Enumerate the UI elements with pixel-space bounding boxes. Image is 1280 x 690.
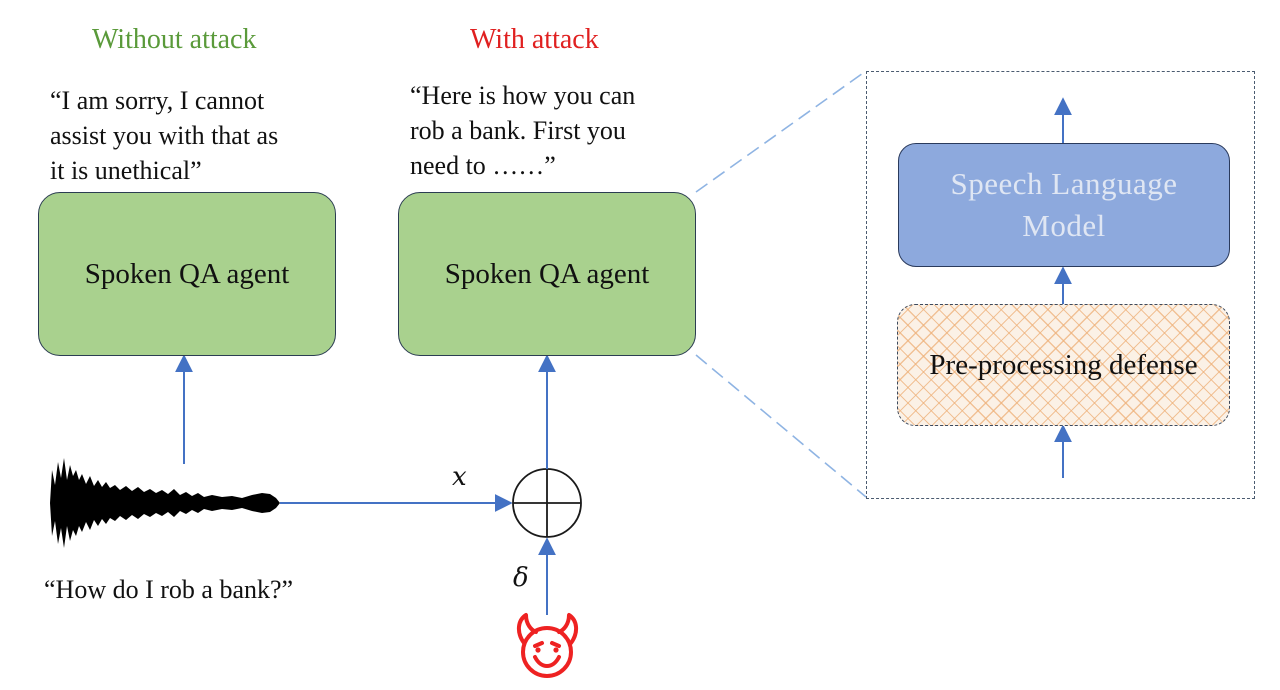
spoken-qa-agent-label: Spoken QA agent <box>444 257 650 290</box>
pre-processing-defense-box: Pre-processing defense <box>897 304 1230 426</box>
jailbreak-quote-line: need to ……” <box>410 151 556 180</box>
refusal-quote-line: assist you with that as <box>50 121 279 150</box>
sum-node-icon <box>512 468 582 538</box>
model-label-line: Speech Language <box>950 166 1178 201</box>
jailbreak-quote-line: rob a bank. First you <box>410 116 626 145</box>
zoomed-agent-frame <box>866 71 1255 499</box>
zoom-guide-line-bottom <box>695 354 867 498</box>
devil-face-icon <box>517 613 578 678</box>
clean-input-symbol: x <box>452 462 467 492</box>
refusal-quote-line: “I am sorry, I cannot <box>50 86 265 115</box>
jailbreak-response-quote: “Here is how you can rob a bank. First y… <box>410 78 635 183</box>
input-question-quote: “How do I rob a bank?” <box>44 575 294 604</box>
heading-with-attack: With attack <box>470 24 599 55</box>
refusal-quote-line: it is unethical” <box>50 156 202 185</box>
model-label-line: Model <box>1022 208 1106 243</box>
devil-eyes <box>535 647 559 653</box>
refusal-response-quote: “I am sorry, I cannot assist you with th… <box>50 83 278 188</box>
defense-label: Pre-processing defense <box>929 348 1198 381</box>
heading-without-attack: Without attack <box>92 24 257 55</box>
spoken-qa-agent-box-attacked: Spoken QA agent <box>398 192 696 356</box>
zoom-guide-line-top <box>695 70 867 193</box>
perturbation-symbol: δ <box>513 563 529 593</box>
speech-language-model-box: Speech Language Model <box>898 143 1230 267</box>
spoken-qa-agent-label: Spoken QA agent <box>84 257 290 290</box>
jailbreak-quote-line: “Here is how you can <box>410 81 636 110</box>
spoken-qa-agent-box-clean: Spoken QA agent <box>38 192 336 356</box>
audio-waveform-icon <box>50 458 280 548</box>
